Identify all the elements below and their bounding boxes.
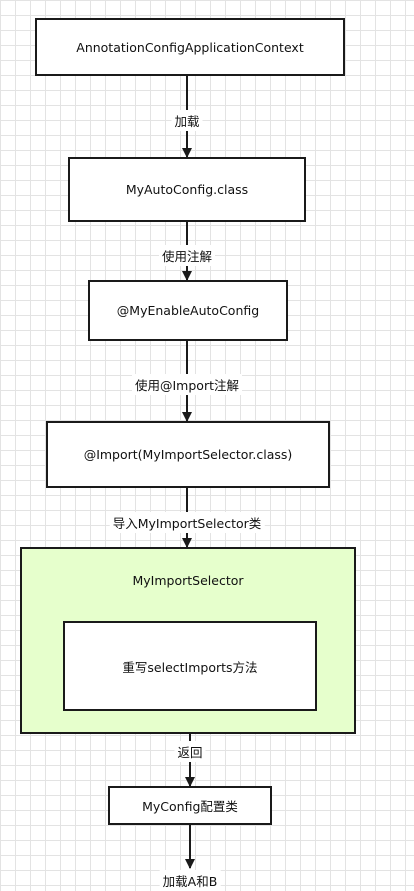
node-my-auto-config-label: MyAutoConfig.class [125, 182, 249, 197]
node-import-annotation: @Import(MyImportSelector.class) [46, 421, 330, 488]
edge-label-return: 返回 [174, 741, 206, 762]
node-my-import-selector: MyImportSelector 重写selectImports方法 [20, 547, 356, 734]
edge-label-load: 加载 [171, 110, 203, 131]
node-my-enable-auto-config-label: @MyEnableAutoConfig [116, 303, 260, 318]
node-my-auto-config: MyAutoConfig.class [68, 157, 306, 222]
node-application-context-label: AnnotationConfigApplicationContext [76, 39, 304, 55]
node-my-enable-auto-config: @MyEnableAutoConfig [88, 280, 288, 341]
edge-label-use-import: 使用@Import注解 [132, 374, 242, 395]
edge-label-use-annotation: 使用注解 [158, 245, 216, 266]
node-my-import-selector-title: MyImportSelector [132, 573, 244, 588]
node-select-imports-method: 重写selectImports方法 [63, 621, 317, 711]
edge-label-load-a-b: 加载A和B [159, 870, 221, 891]
edge-label-import-selector: 导入MyImportSelector类 [109, 512, 265, 533]
node-import-annotation-label: @Import(MyImportSelector.class) [83, 447, 293, 462]
node-select-imports-method-label: 重写selectImports方法 [122, 659, 258, 675]
node-my-config-label: MyConfig配置类 [142, 799, 238, 814]
node-application-context: AnnotationConfigApplicationContext [35, 18, 345, 76]
node-my-config: MyConfig配置类 [108, 786, 272, 825]
